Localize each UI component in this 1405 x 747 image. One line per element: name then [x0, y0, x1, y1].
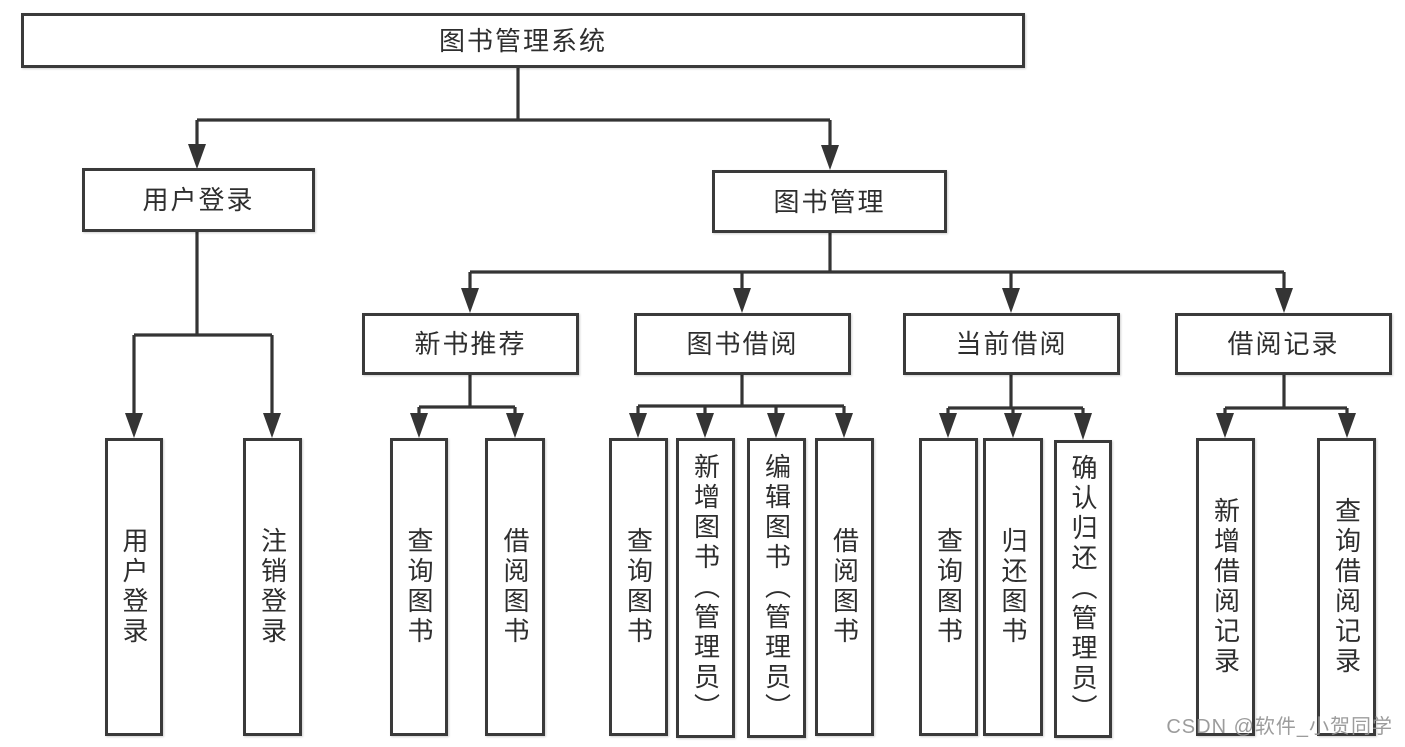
- node-new-book-recommend-label: 新书推荐: [414, 329, 527, 359]
- leaf-add-borrow-record: 新增借阅记录: [1196, 438, 1255, 736]
- leaf-logout-label: 注销登录: [257, 527, 288, 647]
- arrowhead: [188, 144, 206, 169]
- leaf-confirm-return-admin-label: 确认归还（管理员）: [1068, 454, 1098, 724]
- arrowhead: [125, 413, 143, 438]
- leaf-edit-books-admin: 编辑图书（管理员）: [747, 438, 806, 738]
- node-current-borrow-label: 当前借阅: [955, 329, 1068, 359]
- arrowhead: [461, 288, 479, 313]
- arrowhead: [696, 413, 714, 438]
- leaf-confirm-return-admin: 确认归还（管理员）: [1054, 440, 1112, 738]
- node-current-borrow: 当前借阅: [903, 313, 1120, 375]
- leaf-query-borrow-record: 查询借阅记录: [1317, 438, 1376, 736]
- leaf-borrow-books-1: 借阅图书: [485, 438, 545, 736]
- leaf-query-books-1: 查询图书: [390, 438, 448, 736]
- leaf-user-login-label: 用户登录: [119, 527, 149, 647]
- arrowhead: [835, 413, 853, 438]
- node-book-management-label: 图书管理: [773, 186, 886, 217]
- arrowhead: [1275, 288, 1293, 313]
- leaf-return-books-label: 归还图书: [998, 527, 1028, 647]
- arrowhead: [1216, 413, 1234, 438]
- leaf-query-books-1-label: 查询图书: [404, 527, 434, 647]
- leaf-query-books-3: 查询图书: [919, 438, 978, 736]
- arrowhead: [410, 413, 428, 438]
- leaf-query-books-3-label: 查询图书: [933, 527, 964, 647]
- arrowhead: [1074, 413, 1092, 440]
- leaf-add-books-admin: 新增图书（管理员）: [676, 438, 735, 738]
- leaf-add-books-admin-label: 新增图书（管理员）: [690, 453, 721, 723]
- arrowhead: [263, 413, 281, 438]
- arrowhead: [733, 288, 751, 313]
- arrowhead: [506, 413, 524, 438]
- leaf-user-login: 用户登录: [105, 438, 163, 736]
- node-borrow-records-label: 借阅记录: [1227, 329, 1340, 359]
- leaf-borrow-books-2-label: 借阅图书: [829, 527, 860, 647]
- arrowhead: [1004, 413, 1022, 438]
- leaf-query-books-2-label: 查询图书: [623, 527, 654, 647]
- leaf-query-books-2: 查询图书: [609, 438, 668, 736]
- leaf-query-borrow-record-label: 查询借阅记录: [1331, 497, 1362, 677]
- leaf-borrow-books-1-label: 借阅图书: [500, 527, 530, 647]
- node-book-management: 图书管理: [712, 170, 947, 233]
- arrowhead: [629, 413, 647, 438]
- leaf-logout: 注销登录: [243, 438, 302, 736]
- node-new-book-recommend: 新书推荐: [362, 313, 579, 375]
- arrowhead: [767, 413, 785, 438]
- leaf-edit-books-admin-label: 编辑图书（管理员）: [761, 453, 792, 723]
- node-root-system-label: 图书管理系统: [438, 25, 607, 56]
- node-book-borrow-label: 图书借阅: [686, 329, 799, 359]
- arrowhead: [821, 145, 839, 170]
- leaf-add-borrow-record-label: 新增借阅记录: [1210, 497, 1241, 677]
- arrowhead: [1002, 288, 1020, 313]
- node-user-login: 用户登录: [82, 168, 315, 232]
- node-borrow-records: 借阅记录: [1175, 313, 1392, 375]
- arrowhead: [1338, 413, 1356, 438]
- arrowhead: [939, 413, 957, 438]
- leaf-borrow-books-2: 借阅图书: [815, 438, 874, 736]
- node-book-borrow: 图书借阅: [634, 313, 851, 375]
- node-user-login-label: 用户登录: [142, 185, 255, 215]
- node-root-system: 图书管理系统: [21, 13, 1025, 68]
- leaf-return-books: 归还图书: [983, 438, 1043, 736]
